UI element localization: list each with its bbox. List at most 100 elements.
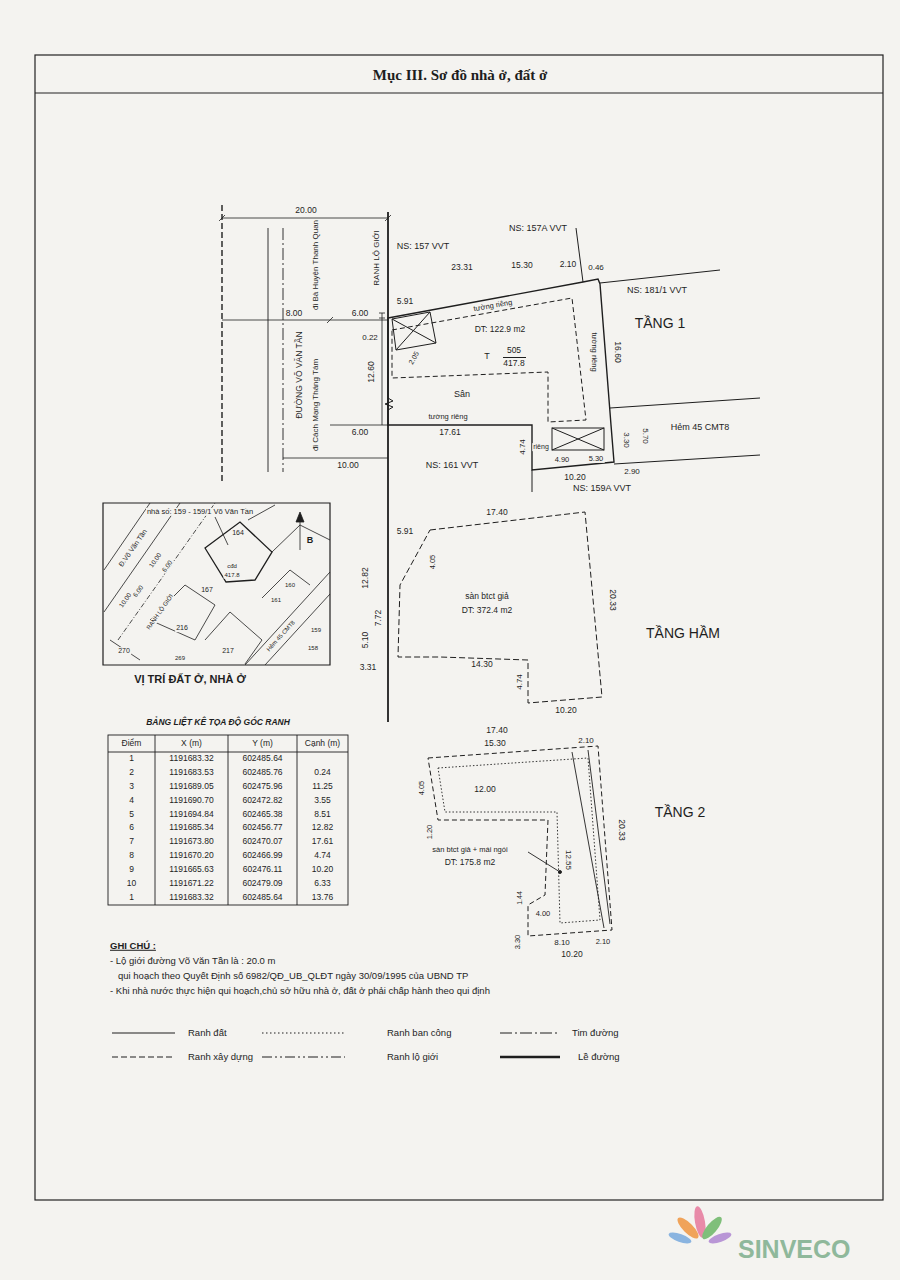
street-label: RANH LỘ GIỚI	[373, 229, 382, 286]
plot-label: 505	[506, 346, 522, 355]
dimension-line	[219, 215, 391, 458]
legend-text: Ranh ban công	[387, 1028, 451, 1038]
land-plot-shape	[388, 279, 614, 470]
dimension-label: 5.10	[361, 631, 370, 650]
legend-line	[500, 1033, 560, 1034]
basement-outline: sàn btct giảDT: 372.4 m2	[392, 505, 610, 715]
street-label: đi Cách Mạng Tháng Tám	[312, 358, 321, 452]
neighbor-line	[532, 228, 760, 492]
dimension-label: 23.31	[450, 263, 473, 272]
floor-two-detail	[588, 750, 610, 924]
table-grid	[108, 735, 348, 905]
legend-line	[262, 1032, 345, 1033]
frame	[35, 55, 883, 1200]
table-cell: 9	[129, 865, 134, 874]
table-cell: Điểm	[122, 739, 142, 748]
legend-line	[500, 1056, 560, 1058]
logo	[667, 1230, 692, 1246]
dimension-label: 12.60	[367, 360, 376, 383]
map-label: 159	[310, 627, 322, 634]
street-label: đi Bà Huyện Thanh Quan	[312, 219, 321, 311]
building-outline	[385, 298, 604, 450]
table-cell: 3.55	[314, 796, 331, 805]
dimension-label: 4.00	[535, 910, 552, 918]
road-lines	[283, 228, 284, 472]
dimension-label: 17.61	[438, 428, 461, 437]
table-cell: 12.82	[312, 824, 333, 833]
dimension-line	[382, 313, 383, 425]
table-cell: 17.61	[312, 838, 333, 847]
floor-two-detail	[438, 750, 610, 928]
neighbor-line	[610, 398, 760, 408]
table-cell: Cạnh (m)	[305, 739, 340, 748]
table-cell: 7	[129, 838, 134, 847]
dimension-label: 12.55	[564, 849, 573, 871]
dimension-label: 10.20	[554, 706, 577, 715]
dimension-label: 3.31	[359, 663, 378, 672]
legend-line	[112, 1056, 175, 1057]
note-text: qui hoạch theo Quyết Định số 6982/QĐ_UB_…	[118, 971, 468, 981]
dimension-label: 2.10	[559, 260, 578, 269]
note-text: - Lộ giới đường Võ Văn Tần là : 20.0 m	[110, 956, 275, 966]
table-cell: 10.20	[312, 865, 333, 874]
map-label: 217	[221, 647, 235, 655]
table-cell: 1191683.32	[169, 893, 213, 902]
dimension-label: 1.44	[516, 890, 524, 906]
road-lines	[222, 205, 388, 722]
legend-line	[262, 1056, 345, 1057]
plot-label: DT: 175.8 m2	[444, 858, 497, 867]
dimension-label: 0.46	[587, 264, 605, 273]
dimension-label: 4.90	[554, 456, 571, 464]
building-outline	[392, 312, 436, 350]
location-map	[205, 612, 262, 664]
table-cell: 1191689.05	[169, 782, 213, 791]
location-map	[245, 572, 330, 665]
building-outline	[385, 398, 393, 410]
table-cell: 13.76	[312, 893, 333, 902]
table-cell: 1191665.63	[169, 865, 213, 874]
table-cell: 602485.76	[242, 768, 282, 777]
dimension-label: 20.33	[607, 588, 616, 611]
table-cell: 602475.96	[242, 782, 282, 791]
plot-label: T	[483, 352, 491, 362]
table-cell: 1191683.53	[169, 768, 213, 777]
dimension-label: 5.91	[396, 527, 415, 536]
note-text: GHI CHÚ :	[110, 941, 156, 951]
legend-text: Ranh đất	[188, 1028, 227, 1038]
road-lines	[221, 205, 222, 482]
note-text: - Khi nhà nước thực hiện qui hoạch,chủ s…	[110, 986, 490, 996]
dimension-label: 4.74	[516, 673, 525, 691]
dimension-line	[330, 425, 388, 426]
building-outline	[392, 298, 586, 422]
map-label: 160	[284, 582, 296, 589]
wall-note: riêng	[532, 443, 550, 451]
dimension-label: 4.05	[418, 780, 426, 797]
table-cell: 1191671.22	[169, 879, 213, 888]
building-outline	[552, 428, 604, 450]
table-cell: 1	[129, 754, 134, 763]
table-title: BẢNG LIỆT KÊ TỌA ĐỘ GÓC RANH	[146, 718, 290, 727]
wall-note: tường riêng	[590, 331, 598, 372]
floor-outline-shape	[428, 746, 612, 936]
table-cell: 602472.82	[242, 796, 282, 805]
map-label: B	[306, 536, 315, 546]
dimension-label: 5.70	[641, 427, 650, 445]
neighbor-line	[614, 455, 760, 464]
location-map	[296, 512, 304, 522]
map-label: 269	[174, 655, 186, 662]
logo	[667, 1205, 732, 1245]
neighbor-label: NS: 157 VVT	[396, 242, 451, 252]
location-map-box-shape	[103, 503, 330, 665]
floor-title: TẦNG 2	[655, 805, 706, 820]
dimension-label: 17.40	[485, 508, 508, 517]
table-cell: 10	[127, 879, 136, 888]
table-cell: 602456.77	[242, 824, 282, 833]
area-label: sàn btct giả	[464, 592, 509, 601]
legend-text: Tim đường	[572, 1028, 619, 1038]
dimension-label: 0.22	[361, 334, 379, 343]
table-cell: 1191673.80	[169, 838, 213, 847]
table-cell: 602465.38	[242, 810, 282, 819]
dimension-label: 15.30	[483, 739, 506, 748]
dimension-label: 12.82	[361, 566, 370, 589]
